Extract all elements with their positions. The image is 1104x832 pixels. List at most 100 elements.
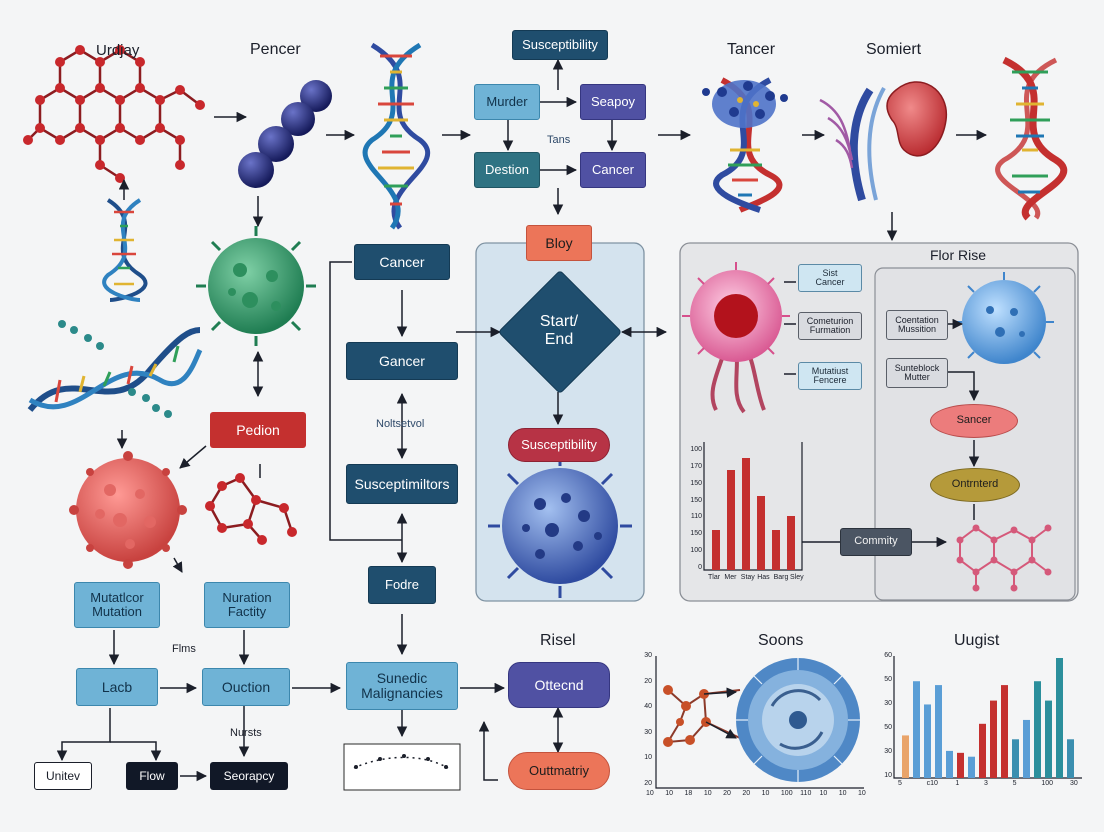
ellipse-ontrnterd: Ontrnterd [930,468,1020,502]
chart-3-bar-6 [968,756,975,778]
box-destion: Destion [474,152,540,188]
chart-2-xtick-10: 10 [838,790,847,797]
box-sunteblock-text: Sunteblock Mutter [894,362,940,382]
chart-1-ytick-7: 0 [698,564,702,571]
box-mutation: Mutatlcor Mutation [74,582,160,628]
box-flow: Flow [126,762,178,790]
chart-2-ytick-1: 20 [644,677,652,685]
chart-2-xtick-1: 10 [665,790,674,797]
chart-3-bar-2 [924,704,931,778]
box-susceptibility-center: Susceptibility [508,428,610,462]
box-cancer-top: Cancer [580,152,646,188]
title-urdjay: Urdjay [96,42,140,59]
box-mutatiust: Mutatiust Fencere [798,362,862,390]
label-noltsetvol: Noltsetvol [376,418,425,430]
chart-3-ytick-0: 60 [884,652,892,659]
box-sist-cancer-text: Sist Cancer [815,267,845,287]
right-panel-title: Flor Rise [930,247,987,263]
chart-2-xtick-3: 10 [703,790,712,797]
chart-2-ytick-0: 30 [644,652,652,659]
chart-1-ytick-0: 100 [690,446,702,453]
chart-1-xtick-4: Barg [773,574,789,581]
label-risel: Risel [540,632,576,649]
chart-1-ytick-4: 110 [690,513,702,521]
virus-blue [488,454,632,598]
curve-chart [343,743,461,791]
chart-1-xtick-0: Tlar [708,574,721,581]
chart-3-bar-0 [902,735,909,778]
box-commity: Commity [840,528,912,556]
box-outtmatriy: Outtmatriy [508,752,610,790]
box-bloy: Bloy [526,225,592,261]
chart-2-xtick-4: 20 [723,790,731,797]
chart-3-xtick-4: 5 [1012,780,1017,787]
chart-3-bar-14 [1056,658,1063,778]
chart-3-xtick-1: c10 [926,780,938,787]
chart-1-xtick-5: Sley [790,574,804,581]
chart-2-xtick-6: 10 [761,790,770,797]
chart-3-title: Uugist [954,632,1000,649]
label-tans: Tans [547,134,571,146]
virus-green [196,226,316,346]
molecule-red-top-left [27,48,201,180]
dna-helix-center [362,42,430,230]
chart-3-bars [902,658,1074,778]
label-nursts: Nursts [230,727,262,739]
box-mutation-text: Mutatlcor Mutation [90,590,144,619]
box-nuration: Nuration Factity [204,582,290,628]
chart-2-xtick-5: 20 [742,790,751,797]
chart-2-ytick-4: 10 [644,754,652,762]
box-ottecnd: Ottecnd [508,662,610,708]
chart-1-xtick-1: Mer [724,574,737,581]
box-lacb: Lacb [76,668,158,706]
chart-1-bar-0 [712,530,720,570]
chart-3-bar-15 [1067,739,1074,778]
box-unitev: Unitev [34,762,92,790]
diamond-label: Start/ End [516,298,602,364]
box-sist-cancer: Sist Cancer [798,264,862,292]
chart-2-ytick-2: 40 [644,703,652,711]
box-coentation: Coentation Mussition [886,310,948,340]
box-sunedic-text: Sunedic Malignancies [361,670,443,701]
chart-3-xtick-5: 100 [1041,780,1054,787]
chart-axes [655,442,1082,789]
molecule-red-top-left-atoms [23,45,205,183]
chart-2-xtick-11: 10 [858,790,866,797]
virus-red-left [69,451,187,569]
chart-1-xtick-2: Stay [740,574,755,581]
chart-2-ytick-5: 20 [644,780,652,787]
box-mutatiust-text: Mutatiust Fencere [811,365,849,385]
cell-pink-tentacles [682,262,790,414]
chart-1-bars [712,458,795,570]
chart-1-ytick-3: 150 [690,496,702,504]
chart-2-title: Soons [758,632,804,649]
chart-1-bar-3 [757,496,765,570]
chart-2-xtick-9: 10 [819,790,828,797]
chart-3-bar-11 [1023,719,1030,778]
chart-2-xtick-2: 18 [684,790,693,797]
title-pencer: Pencer [250,41,301,58]
chart-1-bar-1 [727,470,735,570]
box-cancer-middle: Cancer [354,244,450,280]
circle-sunburst [736,658,860,782]
box-seorapcy: Seorapcy [210,762,288,790]
chart-3-bar-13 [1045,700,1052,778]
box-ouction: Ouction [202,668,290,706]
dna-helix-right [995,56,1068,221]
chart-1-ytick-1: 170 [690,462,702,470]
box-sunedic: Sunedic Malignancies [346,662,458,710]
chart-3-ytick-3: 50 [884,724,892,731]
virus-light-blue [954,272,1054,364]
box-cometurion-text: Cometurion Furmation [806,315,854,335]
chart-2-xtick-0: 10 [646,790,654,797]
organ-kidney [819,81,947,202]
chart-3-bar-5 [957,752,964,778]
network-red-nodes [663,685,711,747]
dna-diagonal-left [27,320,203,418]
box-sunteblock: Sunteblock Mutter [886,358,948,388]
chart-3-xtick-0: 5 [898,780,902,787]
